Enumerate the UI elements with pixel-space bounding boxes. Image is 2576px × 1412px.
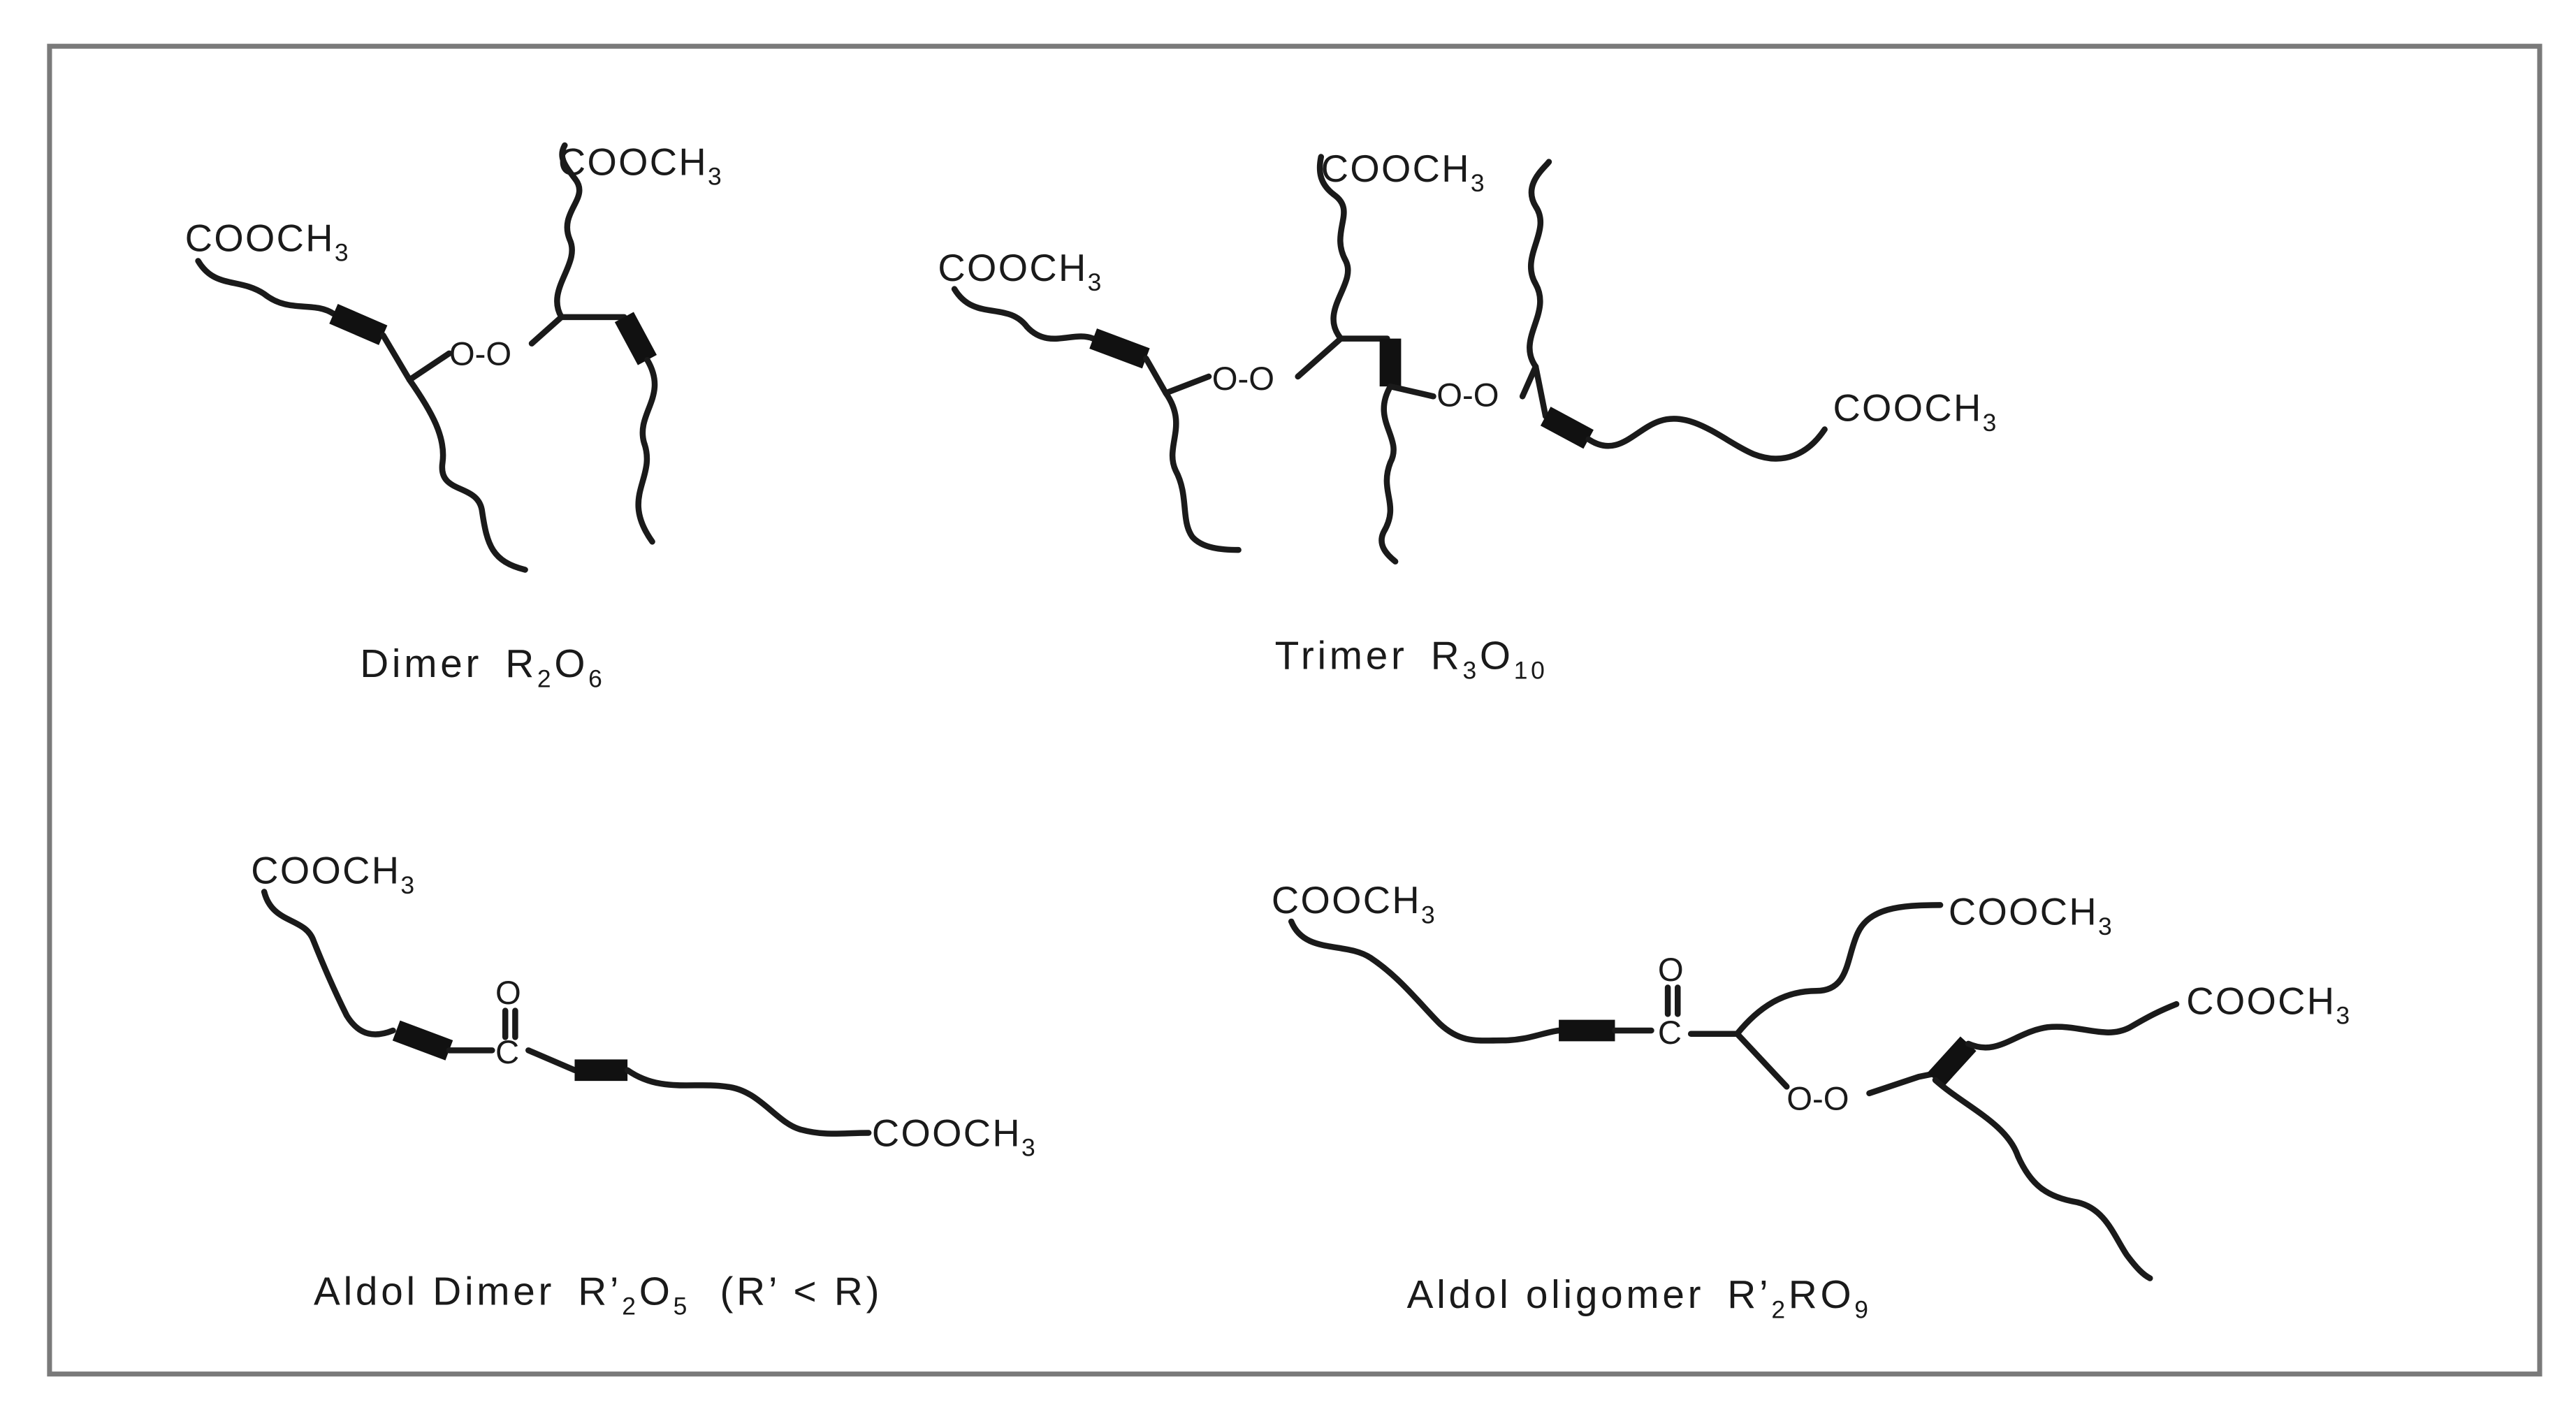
aldol-dimer-chain-left (261, 889, 396, 1038)
trimer-chain-up (1316, 154, 1351, 342)
dimer-peroxy: O-O (449, 335, 511, 372)
aldol-dimer-double-bond-left (392, 1020, 453, 1061)
trimer-branch-2 (1387, 383, 1436, 400)
aldol-dimer-carbonyl-c: C (495, 1034, 519, 1071)
aldol-oligomer-tail (1932, 1077, 2153, 1281)
trimer-tail-1 (1163, 390, 1242, 553)
aldol-dimer-chain-right (624, 1067, 872, 1137)
aldol-oligomer-carbonyl-c: C (1658, 1014, 1682, 1051)
trimer-ester-left: COOCH3 (938, 247, 1103, 296)
trimer-double-bond-3 (1540, 407, 1594, 449)
aldol-oligomer-ester-left: COOCH3 (1272, 879, 1436, 929)
figure-border (47, 43, 2542, 1377)
trimer-tail-2 (1378, 383, 1399, 565)
dimer-tail-left (406, 377, 528, 573)
dimer-double-bond-left (329, 304, 388, 345)
trimer-double-bond-1 (1089, 328, 1150, 369)
aldol-dimer-co-double-bond (502, 1007, 518, 1040)
aldol-dimer-ester-right: COOCH3 (872, 1112, 1037, 1161)
aldol-oligomer-ester-top: COOCH3 (1949, 891, 2113, 940)
aldol-oligomer-bond-peroxy (1734, 1031, 1790, 1090)
dimer-structure: COOCH3 O-O COOCH3 (185, 141, 723, 573)
trimer-chain-left (951, 286, 1096, 342)
aldol-oligomer-chain-left (1288, 918, 1562, 1044)
dimer-ester-left: COOCH3 (185, 217, 350, 266)
aldol-dimer-bond-c-right (525, 1047, 578, 1073)
aldol-dimer-carbonyl-o: O (495, 975, 521, 1012)
aldol-oligomer-structure: COOCH3 O C COOCH3 O-O COOCH3 (1272, 879, 2351, 1281)
aldol-oligomer-ester-right: COOCH3 (2186, 980, 2351, 1029)
aldol-oligomer-carbonyl-o: O (1658, 952, 1684, 989)
aldol-dimer-ester-left: COOCH3 (251, 850, 416, 899)
aldol-dimer-structure: COOCH3 O C COOCH3 (251, 850, 1037, 1162)
aldol-oligomer-peroxy: O-O (1787, 1080, 1849, 1117)
trimer-peroxy-1: O-O (1212, 361, 1274, 398)
trimer-structure: COOCH3 O-O COOCH3 O-O COOCH3 (938, 147, 1998, 565)
dimer-tail-right (635, 357, 658, 545)
trimer-chain-right (1585, 416, 1828, 462)
dimer-chain-up (554, 142, 583, 321)
aldol-oligomer-double-bond-right (1927, 1036, 1977, 1088)
trimer-peroxy-2: O-O (1436, 377, 1499, 414)
trimer-chain-top-right (1527, 159, 1552, 370)
trimer-ester-top: COOCH3 (1321, 147, 1486, 197)
aldol-oligomer-chain-right (1965, 1000, 2180, 1051)
dimer-double-bond-right (614, 312, 657, 365)
dimer-ester-top: COOCH3 (558, 141, 723, 191)
trimer-ester-right: COOCH3 (1833, 387, 1998, 437)
aldol-oligomer-chain-up (1734, 902, 1944, 1037)
aldol-oligomer-co-double-bond (1664, 984, 1681, 1017)
dimer-chain-left (195, 258, 337, 317)
